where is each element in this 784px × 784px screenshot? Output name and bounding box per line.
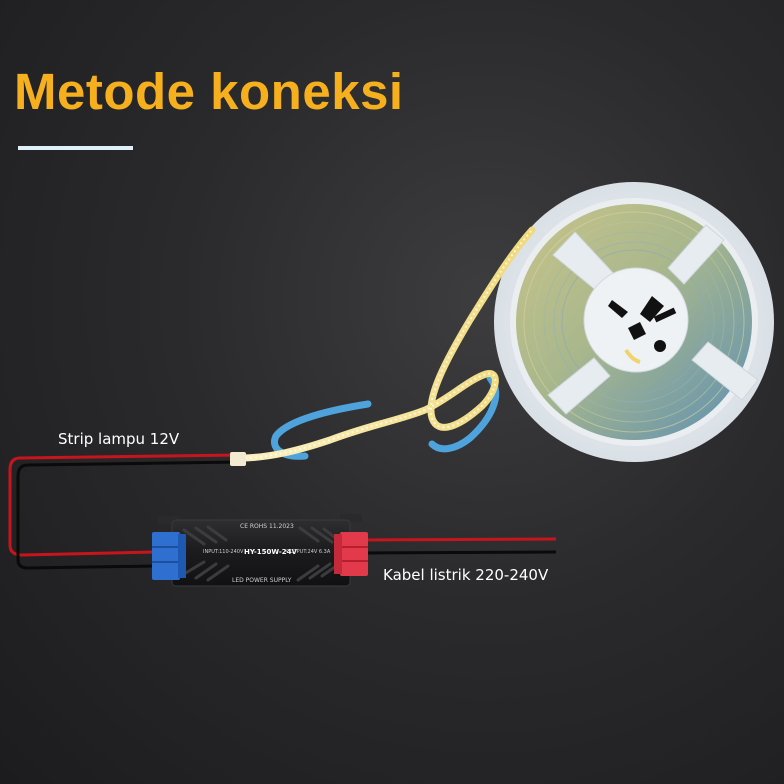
psu-output-text: OUTPUT:24V 6.3A — [286, 549, 331, 555]
blue-terminal-block — [152, 532, 186, 580]
page-title: Metode koneksi — [14, 63, 404, 120]
mains-wires — [365, 537, 557, 555]
psu-name-text: LED POWER SUPPLY — [232, 577, 292, 584]
psu-model-text: HY-150W-24V — [244, 548, 297, 556]
power-supply: CE ROHS 11.2023 INPUT:110-240V HY-150W-2… — [152, 514, 368, 587]
psu-cert-text: CE ROHS 11.2023 — [240, 523, 294, 530]
title-underline — [18, 146, 133, 150]
led-strip — [230, 226, 536, 466]
red-terminal-block — [334, 532, 368, 576]
led-strip-reel — [494, 182, 774, 462]
psu-input-text: INPUT:110-240V — [203, 549, 244, 555]
power-cable-label: Kabel listrik 220-240V — [383, 566, 549, 584]
strip-label: Strip lampu 12V — [58, 430, 180, 448]
low-voltage-wires — [8, 453, 241, 570]
